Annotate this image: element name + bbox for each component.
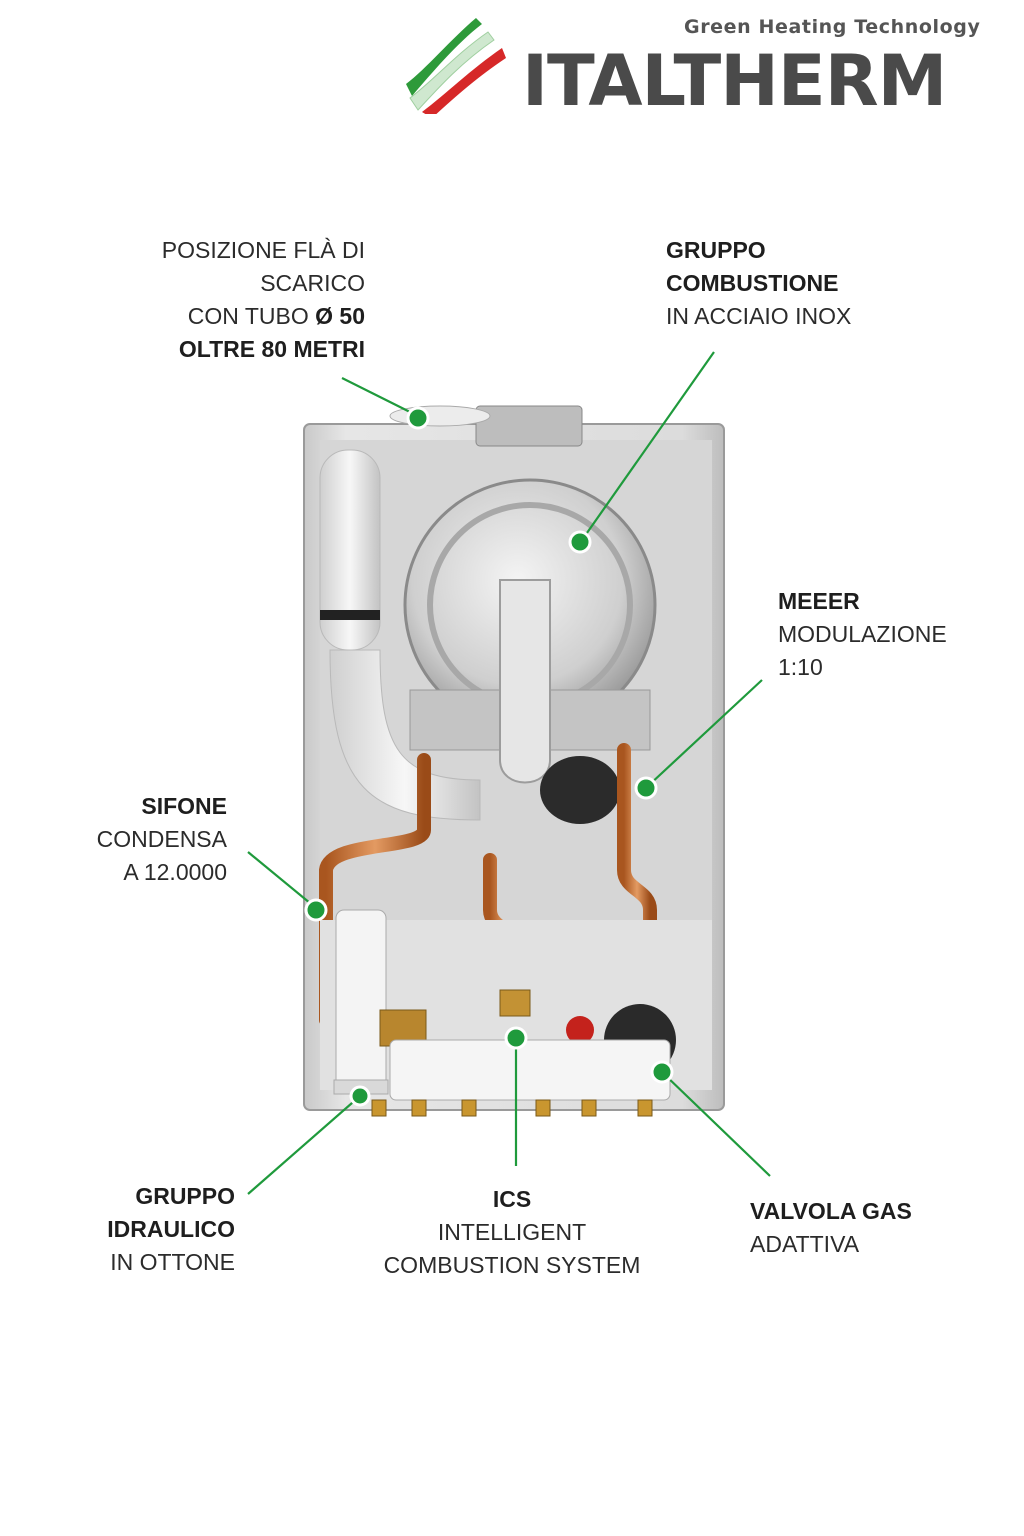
marker-sifone: [304, 898, 328, 922]
callout-valvola-line1: VALVOLA GAS: [750, 1198, 912, 1224]
marker-ics: [504, 1026, 528, 1050]
brand-flag-logo: [406, 18, 506, 114]
callout-scarico-line4: OLTRE 80 METRI: [178, 336, 365, 362]
callout-idraulico-line2: IDRAULICO: [107, 1216, 235, 1242]
callout-ics: ICS INTELLIGENT COMBUSTION SYSTEM: [362, 1183, 662, 1282]
callout-idraulico-line1: GRUPPO: [135, 1183, 235, 1209]
callout-combustione: GRUPPO COMBUSTIONE IN ACCIAIO INOX: [666, 234, 926, 333]
brand-wordmark: ITALTHERM: [522, 40, 947, 122]
callout-combustione-line2: COMBUSTIONE: [666, 270, 839, 296]
brand-tagline: Green Heating Technology: [684, 16, 981, 38]
callout-valvola: VALVOLA GAS ADATTIVA: [750, 1195, 990, 1261]
callout-sifone-line2: CONDENSA: [96, 826, 227, 852]
callout-meeer: MEEER MODULAZIONE 1:10: [778, 585, 998, 684]
marker-idraulico: [349, 1085, 371, 1107]
callout-idraulico: GRUPPO IDRAULICO IN OTTONE: [40, 1180, 235, 1279]
callout-scarico-line3-prefix: CON TUBO: [187, 303, 316, 329]
callout-combustione-line1: GRUPPO: [666, 237, 766, 263]
callout-scarico-line1: POSIZIONE FLÀ DI: [161, 237, 365, 263]
callout-ics-line1: ICS: [492, 1186, 532, 1212]
callout-combustione-line3: IN ACCIAIO INOX: [666, 303, 852, 329]
callout-scarico: POSIZIONE FLÀ DI SCARICO CON TUBO Ø 50 O…: [90, 234, 365, 366]
callout-sifone-line1: SIFONE: [141, 793, 227, 819]
callout-idraulico-line3: IN OTTONE: [110, 1249, 235, 1275]
callout-ics-line3: COMBUSTION SYSTEM: [383, 1252, 641, 1278]
callout-sifone: SIFONE CONDENSA A 12.0000: [40, 790, 227, 889]
marker-meeer: [634, 776, 658, 800]
marker-valvola: [650, 1060, 674, 1084]
callout-scarico-line3: CON TUBO Ø 50: [90, 300, 365, 333]
callout-valvola-line2: ADATTIVA: [750, 1231, 860, 1257]
callout-meeer-line1: MEEER: [778, 588, 860, 614]
callout-ics-line2: INTELLIGENT: [437, 1219, 587, 1245]
callout-scarico-line3-bold: Ø 50: [315, 303, 365, 329]
callout-meeer-line2: MODULAZIONE: [778, 621, 947, 647]
marker-combustione: [568, 530, 592, 554]
callout-scarico-line2: SCARICO: [260, 270, 365, 296]
callout-sifone-line3: A 12.0000: [123, 859, 227, 885]
callout-meeer-line3: 1:10: [778, 654, 823, 680]
marker-scarico: [406, 406, 430, 430]
